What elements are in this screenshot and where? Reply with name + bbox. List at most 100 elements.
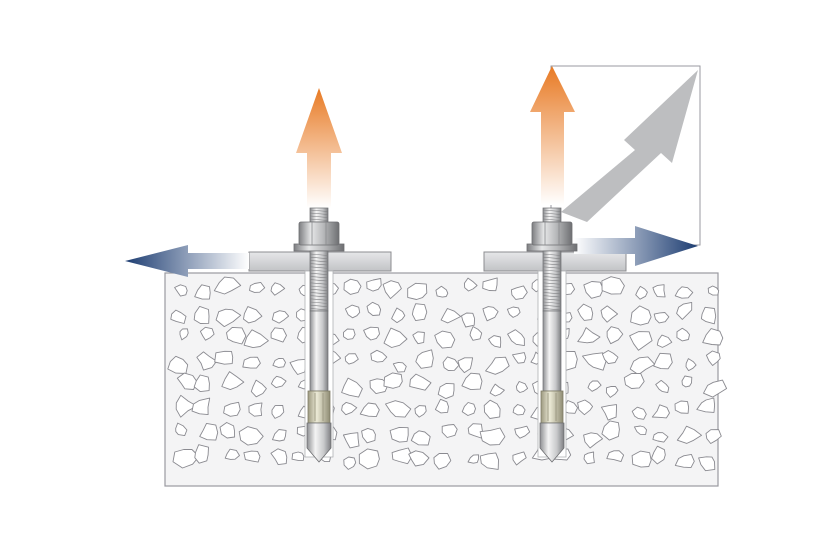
aggregate-stone — [392, 361, 407, 373]
aggregate-stone — [369, 378, 389, 395]
aggregate-stone — [193, 374, 210, 393]
aggregate-stone — [433, 453, 452, 470]
aggregate-stone — [674, 453, 695, 469]
aggregate-stone — [676, 425, 703, 444]
tension-arrow-left-icon — [296, 88, 342, 208]
aggregate-stone — [194, 284, 211, 300]
aggregate-stone — [174, 284, 188, 297]
aggregate-stone — [676, 327, 690, 342]
aggregate-stone — [469, 326, 483, 341]
aggregate-stone — [412, 331, 425, 345]
aggregate-stone — [383, 372, 403, 389]
tension-arrow-right-icon — [530, 66, 575, 205]
aggregate-stone — [629, 356, 656, 376]
aggregate-stone — [442, 356, 460, 371]
aggregate-stone — [199, 326, 215, 341]
aggregate-stone — [194, 444, 209, 464]
aggregate-stone — [651, 404, 670, 419]
aggregate-stone — [587, 380, 602, 392]
aggregate-stone — [461, 312, 476, 328]
resultant-load — [550, 65, 701, 246]
shear-arrow-right-icon — [574, 226, 698, 266]
aggregate-stone — [705, 429, 722, 444]
shear-arrow-left-icon — [125, 245, 249, 277]
aggregate-stone — [385, 400, 412, 418]
aggregate-stone — [577, 327, 601, 344]
aggregate-stone — [482, 306, 499, 322]
aggregate-stone — [653, 312, 670, 324]
aggregate-stone — [515, 381, 529, 393]
aggregate-stone — [414, 405, 427, 418]
aggregate-stone — [199, 422, 219, 441]
aggregate-stone — [512, 404, 526, 416]
aggregate-stone — [221, 371, 245, 391]
aggregate-stone — [343, 278, 362, 295]
aggregate-stone — [415, 349, 434, 369]
aggregate-stone — [685, 358, 697, 372]
aggregate-stone — [577, 303, 594, 321]
aggregate-stone — [479, 452, 499, 470]
aggregate-stone — [270, 448, 288, 466]
aggregate-stone — [652, 432, 669, 443]
aggregate-stone — [409, 373, 432, 391]
aggregate-stone — [606, 326, 624, 345]
aggregate-stone — [467, 423, 483, 439]
aggregate-stone — [601, 420, 620, 441]
aggregate-stone — [196, 351, 218, 371]
anchor-bolt-left-icon — [293, 207, 345, 463]
aggregate-stone — [172, 449, 200, 469]
aggregate-stone — [676, 301, 693, 320]
aggregate-stone — [358, 448, 380, 470]
aggregate-stone — [629, 331, 653, 351]
aggregate-stone — [435, 285, 449, 298]
aggregate-stone — [341, 377, 363, 398]
aggregate-stone — [583, 432, 604, 449]
aggregate-stone — [601, 276, 625, 295]
aggregate-stone — [243, 306, 263, 324]
aggregate-stone — [170, 309, 187, 324]
aggregate-stone — [219, 422, 236, 439]
aggregate-stone — [512, 352, 527, 364]
aggregate-stone — [391, 307, 406, 324]
aggregate-stone — [635, 285, 648, 300]
aggregate-stone — [272, 358, 286, 368]
aggregate-stone — [179, 328, 189, 341]
aggregate-stone — [382, 280, 402, 300]
aggregate-stone — [215, 308, 242, 328]
concrete-base — [164, 272, 728, 487]
aggregate-stone — [226, 326, 247, 345]
aggregate-stone — [582, 352, 607, 371]
aggregate-stone — [514, 425, 531, 439]
aggregate-stone — [175, 394, 198, 418]
aggregate-stone — [605, 385, 619, 398]
aggregate-stone — [577, 399, 594, 416]
aggregate-stone — [482, 277, 498, 292]
aggregate-stone — [214, 350, 234, 365]
aggregate-stone — [434, 398, 449, 414]
aggregate-stone — [341, 401, 358, 416]
aggregate-stone — [175, 422, 188, 437]
aggregate-stone — [224, 448, 240, 460]
aggregate-stone — [223, 401, 241, 417]
aggregate-stone — [630, 305, 652, 326]
aggregate-stone — [344, 353, 359, 365]
aggregate-stone — [700, 306, 717, 325]
aggregate-stone — [606, 450, 625, 463]
aggregate-stone — [243, 450, 261, 463]
aggregate-stone — [359, 402, 380, 418]
aggregate-stone — [623, 372, 645, 389]
aggregate-stone — [601, 350, 619, 365]
aggregate-stone — [191, 397, 211, 416]
aggregate-stone — [463, 277, 478, 292]
aggregate-stone — [600, 305, 619, 323]
aggregate-stone — [489, 383, 505, 397]
aggregate-stone — [383, 327, 408, 348]
aggregate-stone — [291, 451, 305, 461]
aggregate-stone — [361, 427, 376, 444]
aggregate-stone — [366, 278, 382, 292]
aggregate-stone — [631, 450, 652, 468]
aggregate-stone — [271, 405, 285, 419]
aggregate-stone — [213, 276, 242, 295]
aggregate-stone — [370, 349, 388, 363]
aggregate-stone — [633, 425, 647, 435]
